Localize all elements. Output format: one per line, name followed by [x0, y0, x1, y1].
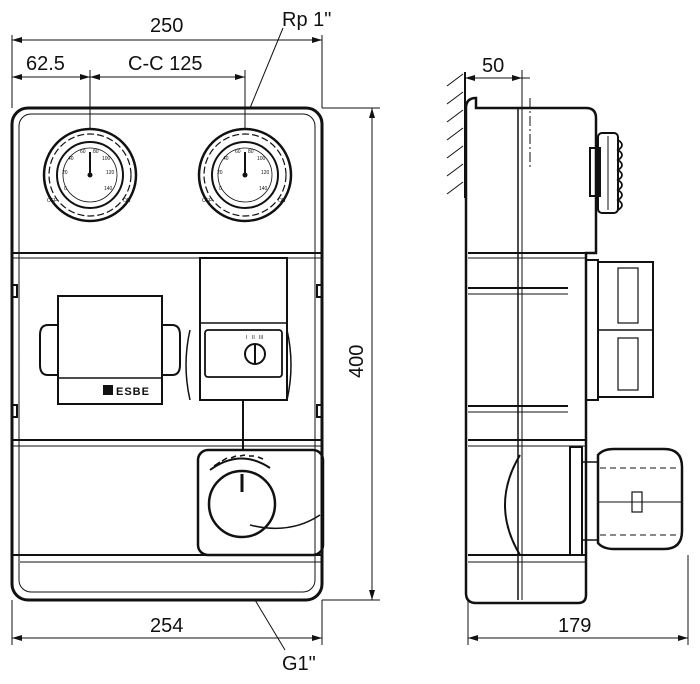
- side-clip-left-top: [12, 284, 18, 298]
- left-thermometer-gauge: 0 20 40 60 80 100 120 140 OFF ON: [42, 127, 138, 223]
- dimension-depth-179: 179: [558, 615, 591, 637]
- dimension-62-5: 62.5: [26, 53, 65, 75]
- svg-text:100: 100: [257, 156, 266, 162]
- svg-text:ON: ON: [123, 198, 131, 204]
- side-clip-right-top: [316, 284, 322, 298]
- circulation-pump: ESBE: [39, 295, 181, 405]
- actuator-knob: [207, 469, 277, 539]
- front-view: 0 20 40 60 80 100 120 140 OFF ON 0 20 40…: [10, 106, 325, 602]
- svg-text:ON: ON: [278, 198, 286, 204]
- svg-text:OFF: OFF: [47, 198, 57, 204]
- svg-text:120: 120: [261, 170, 270, 176]
- dimension-height-400: 400: [346, 345, 368, 378]
- front-housing-outline: [10, 106, 324, 602]
- label-rp1: Rp 1": [282, 9, 331, 31]
- side-clip-left-bottom: [12, 404, 18, 418]
- svg-text:40: 40: [223, 156, 229, 162]
- dimension-width-250: 250: [150, 15, 183, 37]
- right-thermometer-gauge: 0 20 40 60 80 100 120 140 OFF ON: [197, 127, 293, 223]
- svg-text:100: 100: [102, 156, 111, 162]
- svg-text:60: 60: [80, 149, 86, 155]
- svg-text:I: I: [246, 335, 247, 341]
- svg-text:140: 140: [259, 186, 268, 192]
- svg-text:120: 120: [106, 170, 115, 176]
- brand-label: ESBE: [116, 386, 150, 398]
- mixing-valve-actuator: [196, 448, 325, 557]
- svg-text:II: II: [252, 335, 255, 341]
- svg-text:20: 20: [62, 170, 68, 176]
- side-actuator: [504, 446, 684, 556]
- side-thermometer-knob: [589, 132, 623, 214]
- wall-hatch: [446, 72, 466, 198]
- svg-text:140: 140: [104, 186, 113, 192]
- svg-text:80: 80: [248, 149, 254, 155]
- svg-text:40: 40: [68, 156, 74, 162]
- dimension-lines: 250 Rp 1" 62.5 C-C 125 400 254 G1": [11, 9, 689, 675]
- svg-text:OFF: OFF: [202, 198, 212, 204]
- svg-text:80: 80: [93, 149, 99, 155]
- dimension-cc-125: C-C 125: [128, 53, 202, 75]
- esbe-logo: [103, 385, 113, 395]
- svg-text:60: 60: [235, 149, 241, 155]
- dimension-wall-50: 50: [482, 55, 504, 77]
- side-housing-outline: [464, 96, 598, 605]
- side-clip-right-bottom: [316, 404, 322, 418]
- side-view: [446, 72, 684, 605]
- side-pump: [585, 259, 654, 401]
- label-g1: G1": [282, 653, 316, 675]
- dimension-width-254: 254: [150, 615, 183, 637]
- svg-text:20: 20: [217, 170, 223, 176]
- pump-speed-switch: I II III: [185, 257, 292, 450]
- svg-text:0: 0: [64, 186, 67, 192]
- svg-text:0: 0: [219, 186, 222, 192]
- svg-text:III: III: [259, 335, 263, 341]
- front-housing-inner-outline: [18, 113, 316, 593]
